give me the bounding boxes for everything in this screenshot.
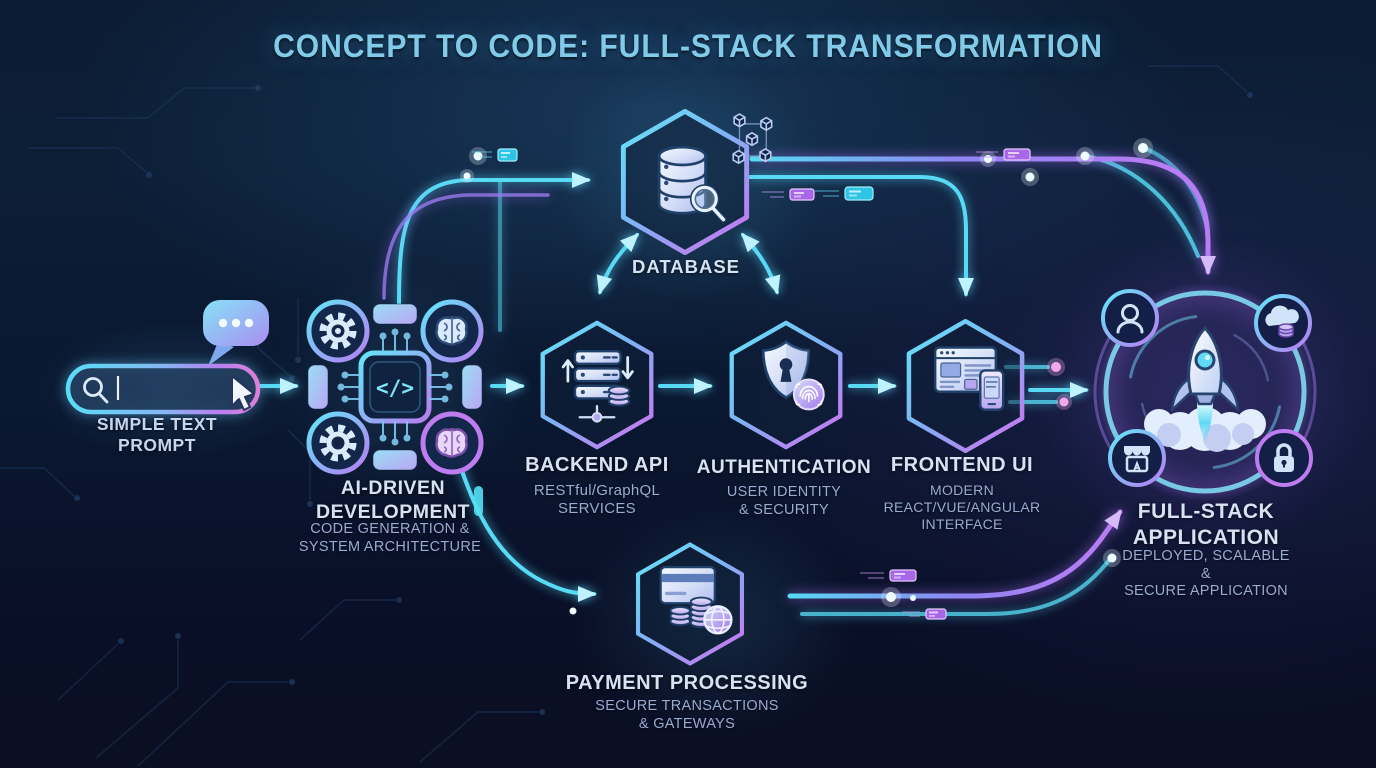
prompt-group [65,300,269,415]
node-database [620,108,773,256]
curve-database-to-app [749,156,1216,275]
fingerprint-icon [792,378,825,411]
ai-to-database-underlay [382,193,550,300]
gear-icon [319,424,357,462]
cyan-wires [258,146,1209,616]
glow-dots [460,138,1153,615]
outer-ring [1093,280,1317,504]
frontend-title: FRONTEND UI [890,454,1034,476]
node-ai-development: </> [306,299,484,475]
node-payment [635,542,745,666]
page-title: CONCEPT TO CODE: FULL-STACK TRANSFORMATI… [273,28,1103,64]
segmented-ring [1103,290,1307,494]
node-backend-api [540,320,654,450]
code-glyph: </> [376,376,414,400]
database-title: DATABASE [631,256,741,277]
brain-icon [435,316,468,346]
payment-title: PAYMENT PROCESSING [565,672,809,694]
prompt-input-bar [65,363,261,415]
node-authentication [729,320,843,450]
sync-arrows-icon [561,356,634,383]
storefront-icon [1108,429,1166,487]
chip-traces [337,328,453,446]
ai-node-title: AI-DRIVEN DEVELOPMENT [316,477,470,523]
node-frontend-ui [906,318,1025,454]
curve-database-to-frontend [748,175,974,297]
frontend-subtitle: MODERN REACT/VUE/ANGULAR INTERFACE [883,482,1041,533]
curve-ai-to-database [397,172,591,306]
padlock-icon [1255,429,1313,487]
node-fullstack-app [1093,280,1317,504]
arrow-database-auth [740,232,781,295]
globe-icon [703,605,733,635]
rocket-launch-icon [1144,326,1266,452]
pink-dots [1047,358,1072,410]
backend-subtitle: RESTful/GraphQL SERVICES [533,482,661,518]
payment-subtitle: SECURE TRANSACTIONS & GATEWAYS [595,698,779,732]
prompt-label: SIMPLE TEXT PROMPT [96,414,218,456]
magnifier-icon [689,184,727,223]
phone-icon [979,369,1005,412]
fullstack-subtitle: DEPLOYED, SCALABLE & SECURE APPLICATION [1122,548,1290,600]
arrow-database-backend [596,232,640,295]
coins-icon [607,385,631,407]
chat-bubble-icon [203,300,269,366]
chip-code-icon: </> [358,350,432,424]
curve-payment-to-app [787,509,1123,599]
user-icon [1101,289,1159,347]
auth-title: AUTHENTICATION [696,457,872,478]
credit-card-icon [659,565,716,605]
auth-subtitle: USER IDENTITY & SECURITY [726,484,842,518]
search-icon [83,377,109,404]
light-capsule [474,486,483,516]
data-packet-chips [472,148,1031,620]
network-node-icon [578,405,616,423]
cloud-database-icon [1254,294,1312,352]
gear-icon [319,312,357,350]
backend-title: BACKEND API [525,454,669,476]
mouse-pointer-icon [231,375,255,411]
purple-wires [382,156,1216,599]
top-companion-line-1 [1084,154,1200,258]
cube-cluster-icon [732,113,773,165]
fullstack-title: FULL-STACK APPLICATION [1132,500,1280,549]
ai-connector-tabs [307,303,483,471]
brain-icon [435,428,468,458]
payment-companion-line [800,557,1112,616]
ai-node-subtitle: CODE GENERATION & SYSTEM ARCHITECTURE [298,521,482,555]
rocket-flame [1197,402,1213,444]
